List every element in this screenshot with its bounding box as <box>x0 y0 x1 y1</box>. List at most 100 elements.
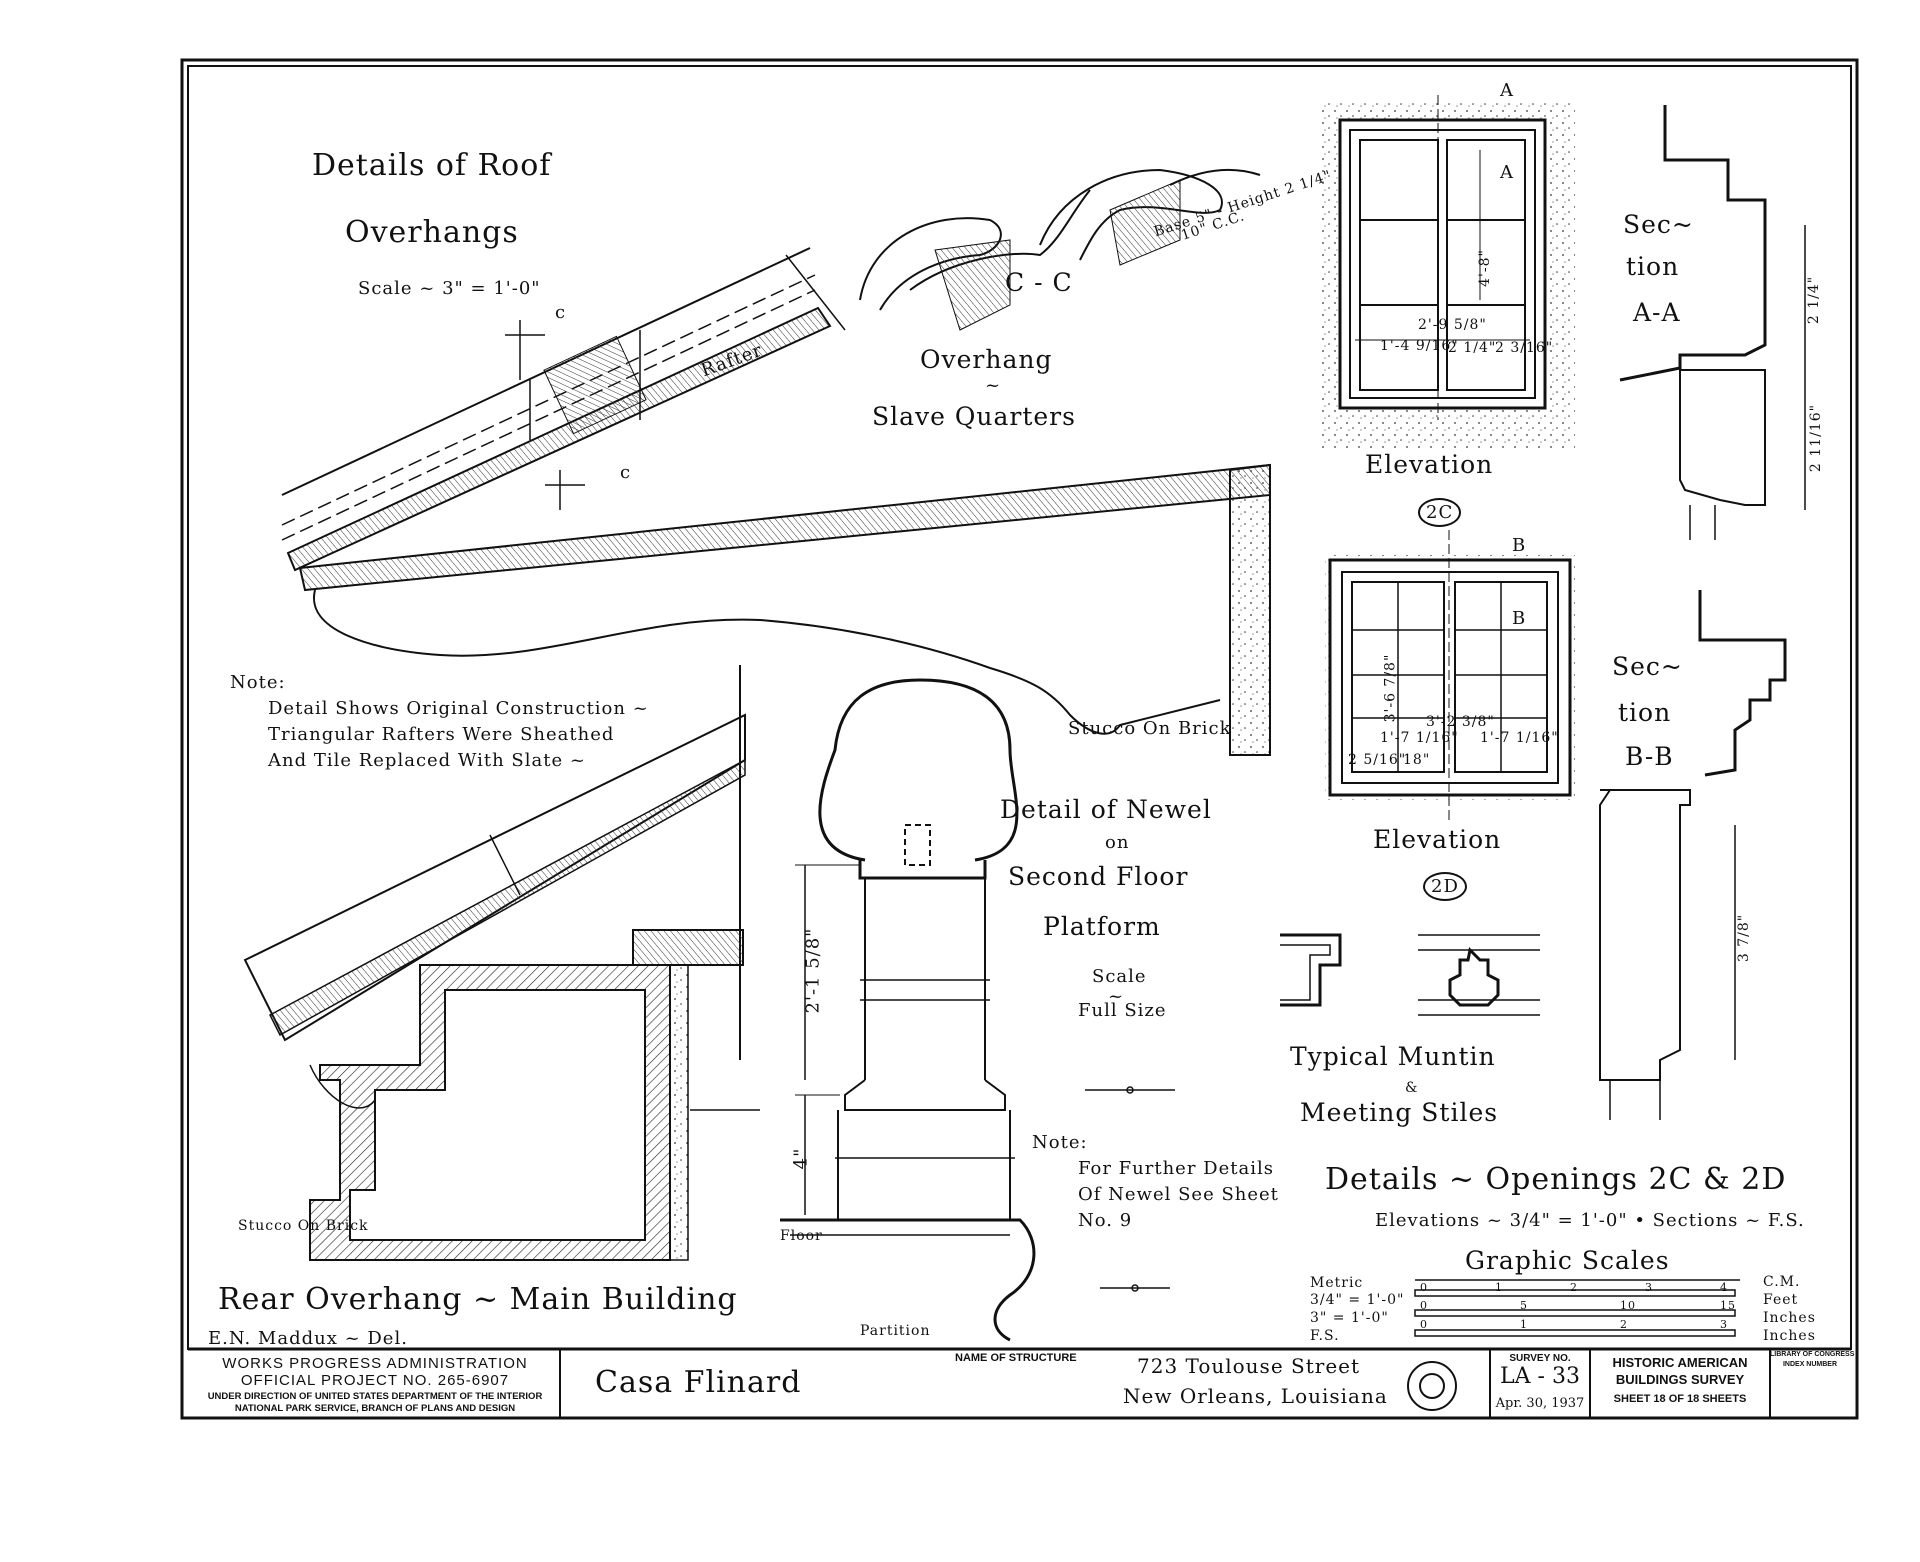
newel-note-line3: No. 9 <box>1078 1210 1133 1231</box>
section-b-marker-top: B <box>1512 535 1527 556</box>
slave-quarters-title-line2: ~ <box>985 375 1002 396</box>
tag-2d: 2D <box>1423 872 1467 901</box>
dim-bb: 3 7/8" <box>1736 913 1753 963</box>
dim-aa-2: 2 11/16" <box>1808 403 1825 473</box>
name-of-structure-label: NAME OF STRUCTURE <box>955 1352 1077 1364</box>
outer-border <box>180 58 1859 1420</box>
note-line2: Triangular Rafters Were Sheathed <box>268 724 615 745</box>
section-a-marker-top: A <box>1500 80 1514 101</box>
openings-details-subtitle: Elevations ~ 3/4" = 1'-0" • Sections ~ F… <box>1375 1210 1805 1231</box>
slave-quarters-overhang-drawing <box>281 168 1271 756</box>
scale-row1-label: 3/4" = 1'-0" <box>1310 1292 1405 1308</box>
feet-tick: 4 <box>1720 1281 1728 1294</box>
dim-2c-mid: 2 1/4" <box>1448 340 1497 356</box>
sheet-number: SHEET 18 OF 18 SHEETS <box>1613 1393 1747 1405</box>
wpa-line2: OFFICIAL PROJECT NO. 265-6907 <box>240 1372 510 1389</box>
openings-details-title: Details ~ Openings 2C & 2D <box>1325 1162 1787 1197</box>
dim-aa-1: 2 1/4" <box>1806 275 1823 325</box>
newel-title-line4: Platform <box>1043 912 1161 941</box>
survey-date: Apr. 30, 1937 <box>1495 1396 1585 1411</box>
address-line2: New Orleans, Louisiana <box>1123 1384 1388 1408</box>
feet-tick: 1 <box>1495 1281 1503 1294</box>
dim-2c-height: 4'-8" <box>1476 249 1493 287</box>
section-aa-drawing <box>1619 105 1806 540</box>
elevation-2c-label: Elevation <box>1365 450 1494 479</box>
elevation-2c-drawing <box>1318 95 1575 448</box>
scale-fs-label: F.S. <box>1310 1328 1340 1344</box>
feet-tick: 0 <box>1420 1281 1428 1294</box>
cm-tick: 15 <box>1720 1299 1736 1312</box>
slave-quarters-title-line1: Overhang <box>920 345 1053 374</box>
cc-section-label: C - C <box>1005 268 1073 297</box>
scale-row2-label: 3" = 1'-0" <box>1310 1310 1389 1326</box>
note-line1: Detail Shows Original Construction ~ <box>268 698 649 719</box>
muntin-title-line2: & <box>1405 1080 1419 1096</box>
separator-marks <box>1085 1086 1175 1292</box>
dim-2d-leaf-right: 1'-7 1/16" <box>1480 730 1559 746</box>
section-bb-line1: Sec~ <box>1612 652 1683 681</box>
newel-note-line1: For Further Details <box>1078 1158 1274 1179</box>
stucco-label-upper: Stucco On Brick <box>1068 718 1232 739</box>
newel-scale-line1: Scale <box>1092 966 1147 987</box>
unit-inches-2: Inches <box>1763 1328 1816 1344</box>
survey-label: SURVEY NO. <box>1509 1353 1571 1364</box>
elevation-2d-label: Elevation <box>1373 825 1502 854</box>
section-cut-label-lower: c <box>620 462 632 483</box>
wpa-line4: NATIONAL PARK SERVICE, BRANCH OF PLANS A… <box>234 1403 516 1414</box>
newel-title-line1: Detail of Newel <box>1000 795 1212 824</box>
newel-title-line3: Second Floor <box>1008 862 1189 891</box>
roof-title-line2: Overhangs <box>345 215 519 250</box>
muntin-title-line1: Typical Muntin <box>1290 1042 1496 1071</box>
newel-note-line2: Of Newel See Sheet <box>1078 1184 1279 1205</box>
newel-dim-base: 4" <box>790 1147 812 1170</box>
title-block-dividers <box>559 1349 1771 1418</box>
habs-line1: HISTORIC AMERICAN <box>1612 1355 1748 1370</box>
section-aa-line3: A-A <box>1633 298 1681 327</box>
section-bb-drawing <box>1599 590 1787 1120</box>
wpa-line1: WORKS PROGRESS ADMINISTRATION <box>222 1355 528 1372</box>
loc-line2: INDEX NUMBER <box>1782 1361 1838 1368</box>
note-line3: And Tile Replaced With Slate ~ <box>268 750 586 771</box>
newel-dim-height: 2'-1 5/8" <box>802 927 824 1014</box>
structure-name: Casa Flinard <box>595 1365 802 1400</box>
address-line1: 723 Toulouse Street <box>1137 1354 1361 1378</box>
rear-overhang-title: Rear Overhang ~ Main Building <box>218 1282 738 1317</box>
habs-line2: BUILDINGS SURVEY <box>1615 1372 1745 1387</box>
inch-tick: 0 <box>1420 1318 1428 1331</box>
cm-tick: 0 <box>1420 1299 1428 1312</box>
survey-number: LA - 33 <box>1500 1364 1580 1389</box>
dim-2c-width: 2'-9 5/8" <box>1418 317 1487 333</box>
roof-scale: Scale ~ 3" = 1'-0" <box>358 278 541 299</box>
floor-label: Floor <box>780 1228 823 1244</box>
section-bb-line3: B-B <box>1625 742 1674 771</box>
newel-title-line2: on <box>1105 832 1130 853</box>
roof-title-line1: Details of Roof <box>312 148 552 183</box>
section-b-marker-mid: B <box>1512 608 1527 629</box>
rear-overhang-drawing <box>243 665 760 1261</box>
rear-stucco-label: Stucco On Brick <box>238 1218 369 1234</box>
section-a-marker-mid: A <box>1500 162 1514 183</box>
feet-tick: 3 <box>1645 1281 1653 1294</box>
graphic-scales-title: Graphic Scales <box>1465 1246 1670 1275</box>
dim-2c-leaf: 1'-4 9/16" <box>1380 338 1459 354</box>
dim-2d-width: 3'-2 3/8" <box>1426 714 1495 730</box>
dim-2d-small2: 18" <box>1403 752 1431 768</box>
section-aa-line2: tion <box>1626 252 1680 281</box>
note-title: Note: <box>230 672 286 693</box>
graphic-scale-bars <box>1414 1279 1740 1337</box>
tag-2c: 2C <box>1418 498 1462 527</box>
unit-feet: Feet <box>1763 1292 1799 1308</box>
dim-2d-small1: 2 5/16" <box>1348 752 1407 768</box>
section-cut-label-upper: c <box>555 302 567 323</box>
newel-scale-line2: ~ <box>1108 986 1125 1007</box>
muntin-title-line3: Meeting Stiles <box>1300 1098 1499 1127</box>
feet-tick: 2 <box>1570 1281 1578 1294</box>
newel-note-title: Note: <box>1032 1132 1088 1153</box>
section-bb-line2: tion <box>1618 698 1672 727</box>
inch-tick: 3 <box>1720 1318 1728 1331</box>
wpa-line3: UNDER DIRECTION OF UNITED STATES DEPARTM… <box>207 1391 543 1402</box>
slave-quarters-title-line3: Slave Quarters <box>872 402 1076 431</box>
cm-tick: 10 <box>1620 1299 1636 1312</box>
dim-2d-height: 3'-6 7/8" <box>1382 653 1399 723</box>
